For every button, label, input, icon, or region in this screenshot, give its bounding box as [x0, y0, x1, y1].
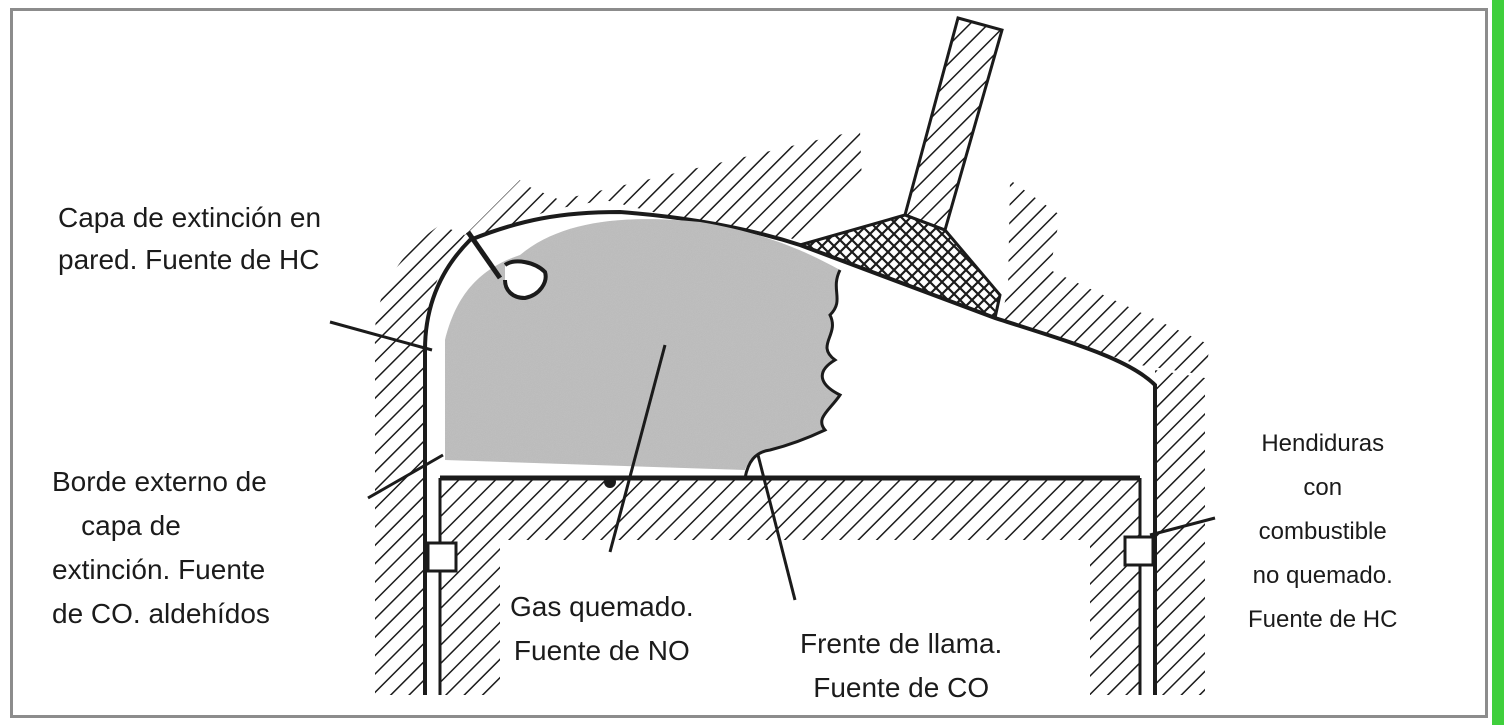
- leader-borde-externo: [367, 453, 444, 500]
- cylinder-head-wall: [465, 130, 862, 240]
- combustion-chamber-outline: [423, 209, 1157, 695]
- label-hendiduras: Hendiduras con combustible no quemado. F…: [1248, 430, 1398, 633]
- label-frente-llama: Frente de llama. Fuente de CO: [800, 628, 1003, 703]
- leader-hendiduras: [1149, 516, 1216, 537]
- valve-stem: [903, 16, 1004, 232]
- label-gas-quemado: Gas quemado. Fuente de NO: [510, 591, 694, 666]
- right-ring-crevice: [1123, 535, 1155, 567]
- leader-frente-llama: [756, 454, 797, 601]
- left-ring-crevice: [426, 541, 458, 573]
- leader-capa-extincion: [329, 320, 433, 352]
- green-accent-bar: [1492, 0, 1504, 725]
- right-head-wall: [1000, 180, 1210, 375]
- label-borde-externo: Borde externo de capa de extinción. Fuen…: [52, 466, 270, 629]
- label-capa-extincion: Capa de extinción en pared. Fuente de HC: [58, 202, 322, 275]
- left-cylinder-wall: [374, 225, 465, 695]
- flame-front: [743, 269, 843, 479]
- right-cylinder-wall: [1155, 370, 1205, 695]
- valve-head: [795, 213, 1002, 321]
- leader-gas-quemado: [608, 344, 667, 553]
- spark-plug-icon: [465, 230, 548, 301]
